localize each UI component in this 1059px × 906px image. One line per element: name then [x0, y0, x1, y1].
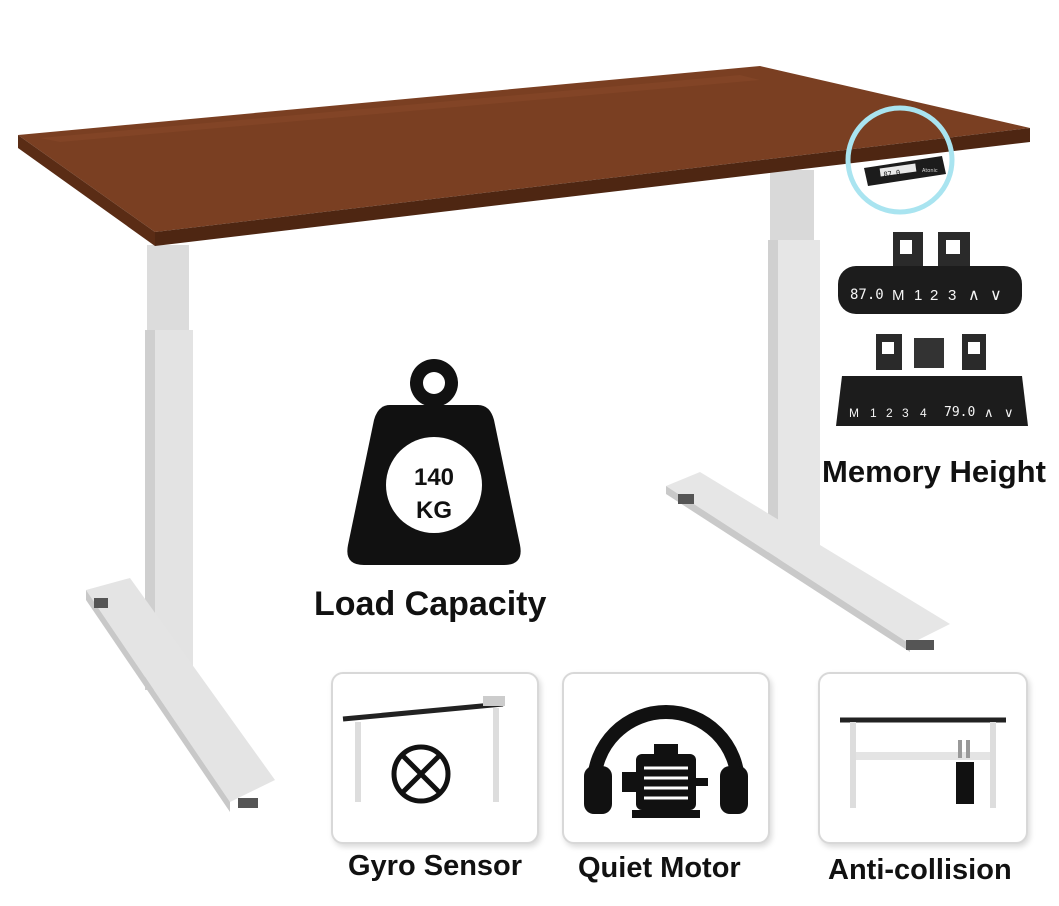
gyro-sensor-caption: Gyro Sensor [348, 850, 523, 882]
panel-bottom-display: 79.0 [944, 405, 975, 420]
panel-top-display: 87.0 [850, 287, 884, 303]
right-leg [666, 170, 950, 652]
panel-bottom-arrow-down: ∨ [1004, 405, 1014, 420]
quiet-motor-caption: Quiet Motor [578, 852, 741, 884]
memory-height-label: Memory Height [822, 454, 1046, 489]
panel-top-btn-m: M [892, 287, 905, 304]
quiet-motor-card [562, 672, 770, 844]
panel-top-btn-1: 1 [914, 287, 922, 304]
panel-top-btn-2: 2 [930, 287, 938, 304]
small-panel-brand: Atonic [922, 168, 938, 174]
anti-collision-icon [840, 717, 1006, 808]
weight-icon: 140 KG [347, 359, 521, 565]
load-unit: KG [416, 497, 452, 524]
load-value: 140 [414, 464, 454, 491]
small-panel-display: 87.0 [883, 169, 901, 179]
quiet-motor-icon [584, 705, 748, 818]
memory-panel-bottom: M 1 2 3 4 79.0 ∧ ∨ [836, 334, 1028, 426]
left-leg [86, 245, 275, 812]
panel-bottom-btn-4: 4 [920, 406, 927, 420]
desktop [18, 66, 1030, 246]
panel-top-btn-3: 3 [948, 287, 956, 304]
anti-collision-caption: Anti-collision [828, 854, 1012, 886]
panel-top-btn-up: ∧ [968, 287, 980, 304]
memory-panel-top: 87.0 M 1 2 3 ∧ ∨ [838, 232, 1022, 314]
panel-bottom-btn-2: 2 [886, 406, 893, 420]
panel-bottom-arrow-up: ∧ [984, 405, 994, 420]
controller-highlight: 87.0 Atonic [845, 105, 955, 215]
panel-bottom-btn-1: 1 [870, 406, 877, 420]
anti-collision-card [818, 672, 1028, 844]
panel-top-btn-down: ∨ [990, 287, 1002, 304]
load-capacity-label: Load Capacity [314, 585, 547, 623]
panel-bottom-btn-3: 3 [902, 406, 909, 420]
gyro-sensor-card [331, 672, 539, 844]
panel-bottom-btn-m: M [849, 406, 859, 420]
gyro-sensor-icon [342, 696, 505, 804]
